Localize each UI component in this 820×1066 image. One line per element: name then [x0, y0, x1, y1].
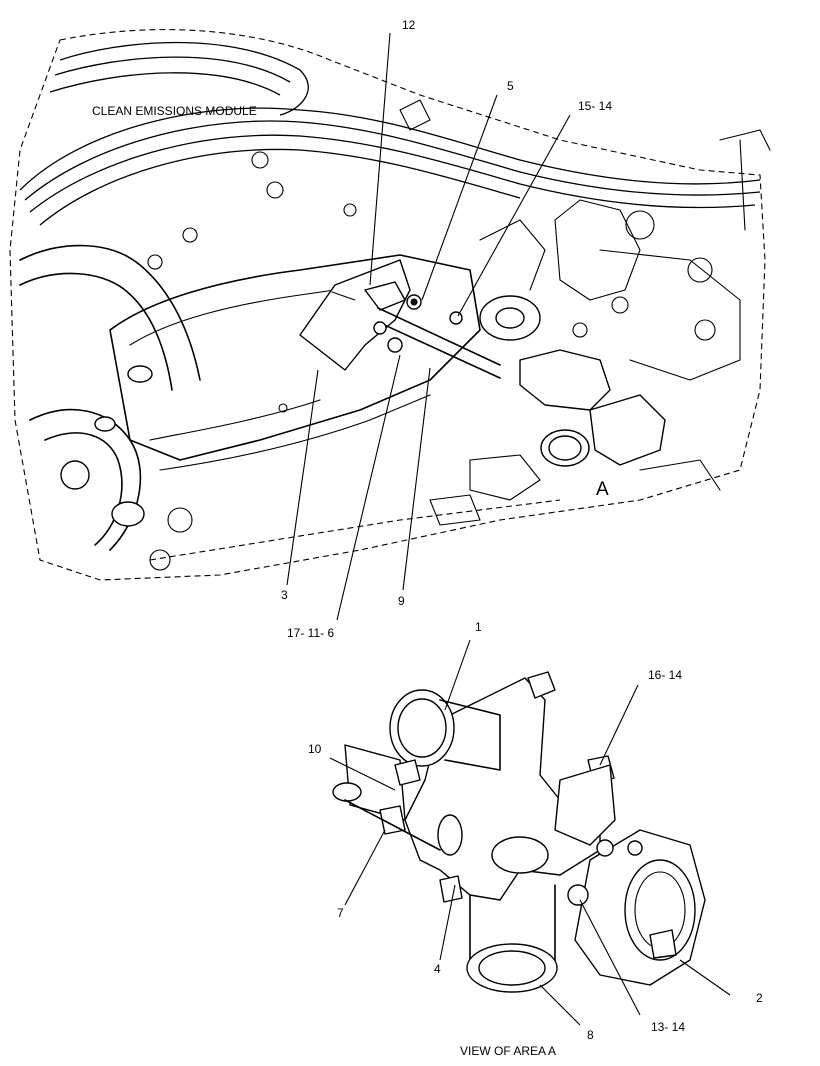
leader-10 — [329, 757, 396, 791]
callout-4: 4 — [434, 962, 441, 976]
callout-13-14: 13- 14 — [651, 1020, 686, 1034]
leader-9 — [402, 367, 431, 591]
leader-15-14 — [457, 114, 571, 317]
leader-2 — [679, 959, 731, 996]
leader-4 — [439, 884, 456, 961]
callout-12: 12 — [402, 18, 416, 32]
callout-15-14: 15- 14 — [578, 99, 613, 113]
module-label: CLEAN EMISSIONS MODULE — [92, 104, 257, 118]
view-caption: VIEW OF AREA A — [460, 1044, 557, 1058]
callout-9: 9 — [398, 594, 405, 608]
callout-8: 8 — [587, 1028, 594, 1042]
callout-5: 5 — [507, 79, 514, 93]
callout-17-11-6: 17- 11- 6 — [287, 626, 335, 640]
leader-8 — [539, 984, 581, 1026]
callout-1: 1 — [475, 620, 482, 634]
leader-5 — [421, 94, 498, 301]
leader-12 — [369, 32, 391, 286]
callout-10: 10 — [308, 742, 322, 756]
callout-3: 3 — [281, 588, 288, 602]
leader-1 — [444, 639, 471, 711]
leader-17-11-6 — [336, 354, 401, 621]
leader-3 — [286, 369, 319, 586]
callout-7: 7 — [337, 906, 344, 920]
leader-13-14 — [579, 899, 641, 1016]
callout-16-14: 16- 14 — [648, 668, 683, 682]
area-a-marker: A — [596, 479, 609, 500]
leader-7 — [344, 829, 386, 906]
leader-16-14 — [599, 684, 639, 766]
callout-2: 2 — [756, 991, 763, 1005]
